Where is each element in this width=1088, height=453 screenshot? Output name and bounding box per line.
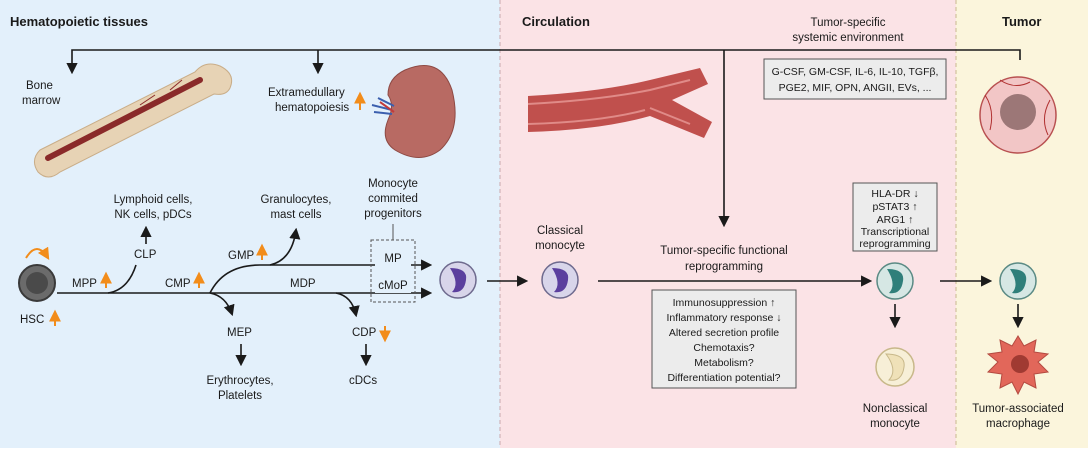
tam-label: macrophage — [986, 418, 1050, 430]
mdp-label: MDP — [290, 278, 316, 290]
lineage-arrow — [209, 259, 433, 294]
monocyte-cell-icon — [439, 261, 477, 299]
systemic-factors: PGE2, MIF, OPN, ANGII, EVs, ... — [779, 82, 932, 94]
cdcs-label: cDCs — [349, 375, 377, 387]
panel-title-hematopoietic: Hematopoietic tissues — [10, 14, 148, 29]
bone-icon — [34, 63, 233, 178]
marker-item: ARG1 ↑ — [877, 214, 914, 226]
classical-label: Classical — [537, 225, 583, 237]
reprogramming-title: reprogramming — [685, 261, 763, 273]
tumor-monocyte-icon — [999, 262, 1037, 300]
progenitor-box — [370, 239, 416, 303]
systemic-factors: G-CSF, GM-CSF, IL-6, IL-10, TGFβ, — [772, 66, 939, 78]
bone-marrow-label: Bone — [26, 80, 53, 92]
reprogrammed-monocyte-icon — [876, 262, 914, 300]
tam-label: Tumor-associated — [972, 403, 1064, 415]
reprogramming-box — [651, 289, 797, 389]
markers-box — [852, 182, 938, 252]
spleen-icon — [371, 65, 456, 158]
progenitors-label: Monocyte — [368, 178, 418, 190]
lineage-arrow — [335, 292, 360, 318]
classical-label: monocyte — [535, 240, 585, 252]
cmp-label: CMP — [165, 278, 191, 290]
self-renewal-icon — [25, 246, 50, 261]
gmp-label: GMP — [228, 250, 255, 262]
tumor-icon — [979, 76, 1057, 154]
granulocytes-label: mast cells — [270, 209, 321, 221]
progenitors-label: commited — [368, 193, 418, 205]
cmop-bg — [375, 279, 411, 293]
cmop-label: cMoP — [378, 280, 408, 292]
marker-item: Transcriptional — [861, 226, 929, 238]
lineage-arrow — [107, 264, 137, 294]
nonclassical-monocyte-icon — [875, 347, 915, 387]
marker-item: reprogramming — [859, 238, 930, 250]
reprogramming-item: Immunosuppression ↑ — [673, 297, 776, 309]
progenitors-label: progenitors — [364, 208, 422, 220]
reprogramming-item: Chemotaxis? — [693, 342, 754, 354]
classical-monocyte-icon — [541, 261, 579, 299]
macrophage-icon — [986, 335, 1050, 396]
feedback-arrow — [66, 49, 1021, 75]
hsc-nucleus-icon — [26, 272, 48, 294]
reprogramming-item: Altered secretion profile — [669, 327, 779, 339]
systemic-title: Tumor-specific — [811, 17, 886, 29]
panel-title-circulation: Circulation — [522, 14, 590, 29]
mp-label: MP — [384, 253, 402, 265]
systemic-title: systemic environment — [792, 32, 904, 44]
granulocytes-label: Granulocytes, — [261, 194, 332, 206]
reprogramming-item: Inflammatory response ↓ — [667, 312, 782, 324]
lymphoid-label: NK cells, pDCs — [114, 209, 192, 221]
reprogramming-item: Metabolism? — [694, 357, 754, 369]
systemic-factors-box — [763, 58, 947, 100]
hsc-label: HSC — [20, 314, 44, 326]
lymphoid-label: Lymphoid cells, — [114, 194, 193, 206]
lineage-arrow — [269, 227, 301, 266]
mp-bg — [375, 252, 411, 266]
mpp-label: MPP — [72, 278, 97, 290]
marker-item: pSTAT3 ↑ — [872, 201, 917, 213]
reprogramming-item: Differentiation potential? — [667, 372, 780, 384]
mep-label: MEP — [227, 327, 252, 339]
reprogramming-title: Tumor-specific functional — [660, 245, 787, 257]
cdp-label: CDP — [352, 327, 377, 339]
erythrocytes-label: Platelets — [218, 390, 262, 402]
bone-marrow-label: marrow — [22, 95, 61, 107]
extramedullary-label: hematopoiesis — [275, 102, 349, 114]
blood-vessel-icon — [527, 68, 712, 138]
clp-label: CLP — [134, 249, 157, 261]
erythrocytes-label: Erythrocytes, — [206, 375, 273, 387]
nonclassical-label: monocyte — [870, 418, 920, 430]
extramedullary-label: Extramedullary — [268, 87, 345, 99]
marker-item: HLA-DR ↓ — [871, 188, 918, 200]
panel-title-tumor: Tumor — [1002, 14, 1041, 29]
lineage-arrow — [209, 292, 235, 317]
nonclassical-label: Nonclassical — [863, 403, 928, 415]
